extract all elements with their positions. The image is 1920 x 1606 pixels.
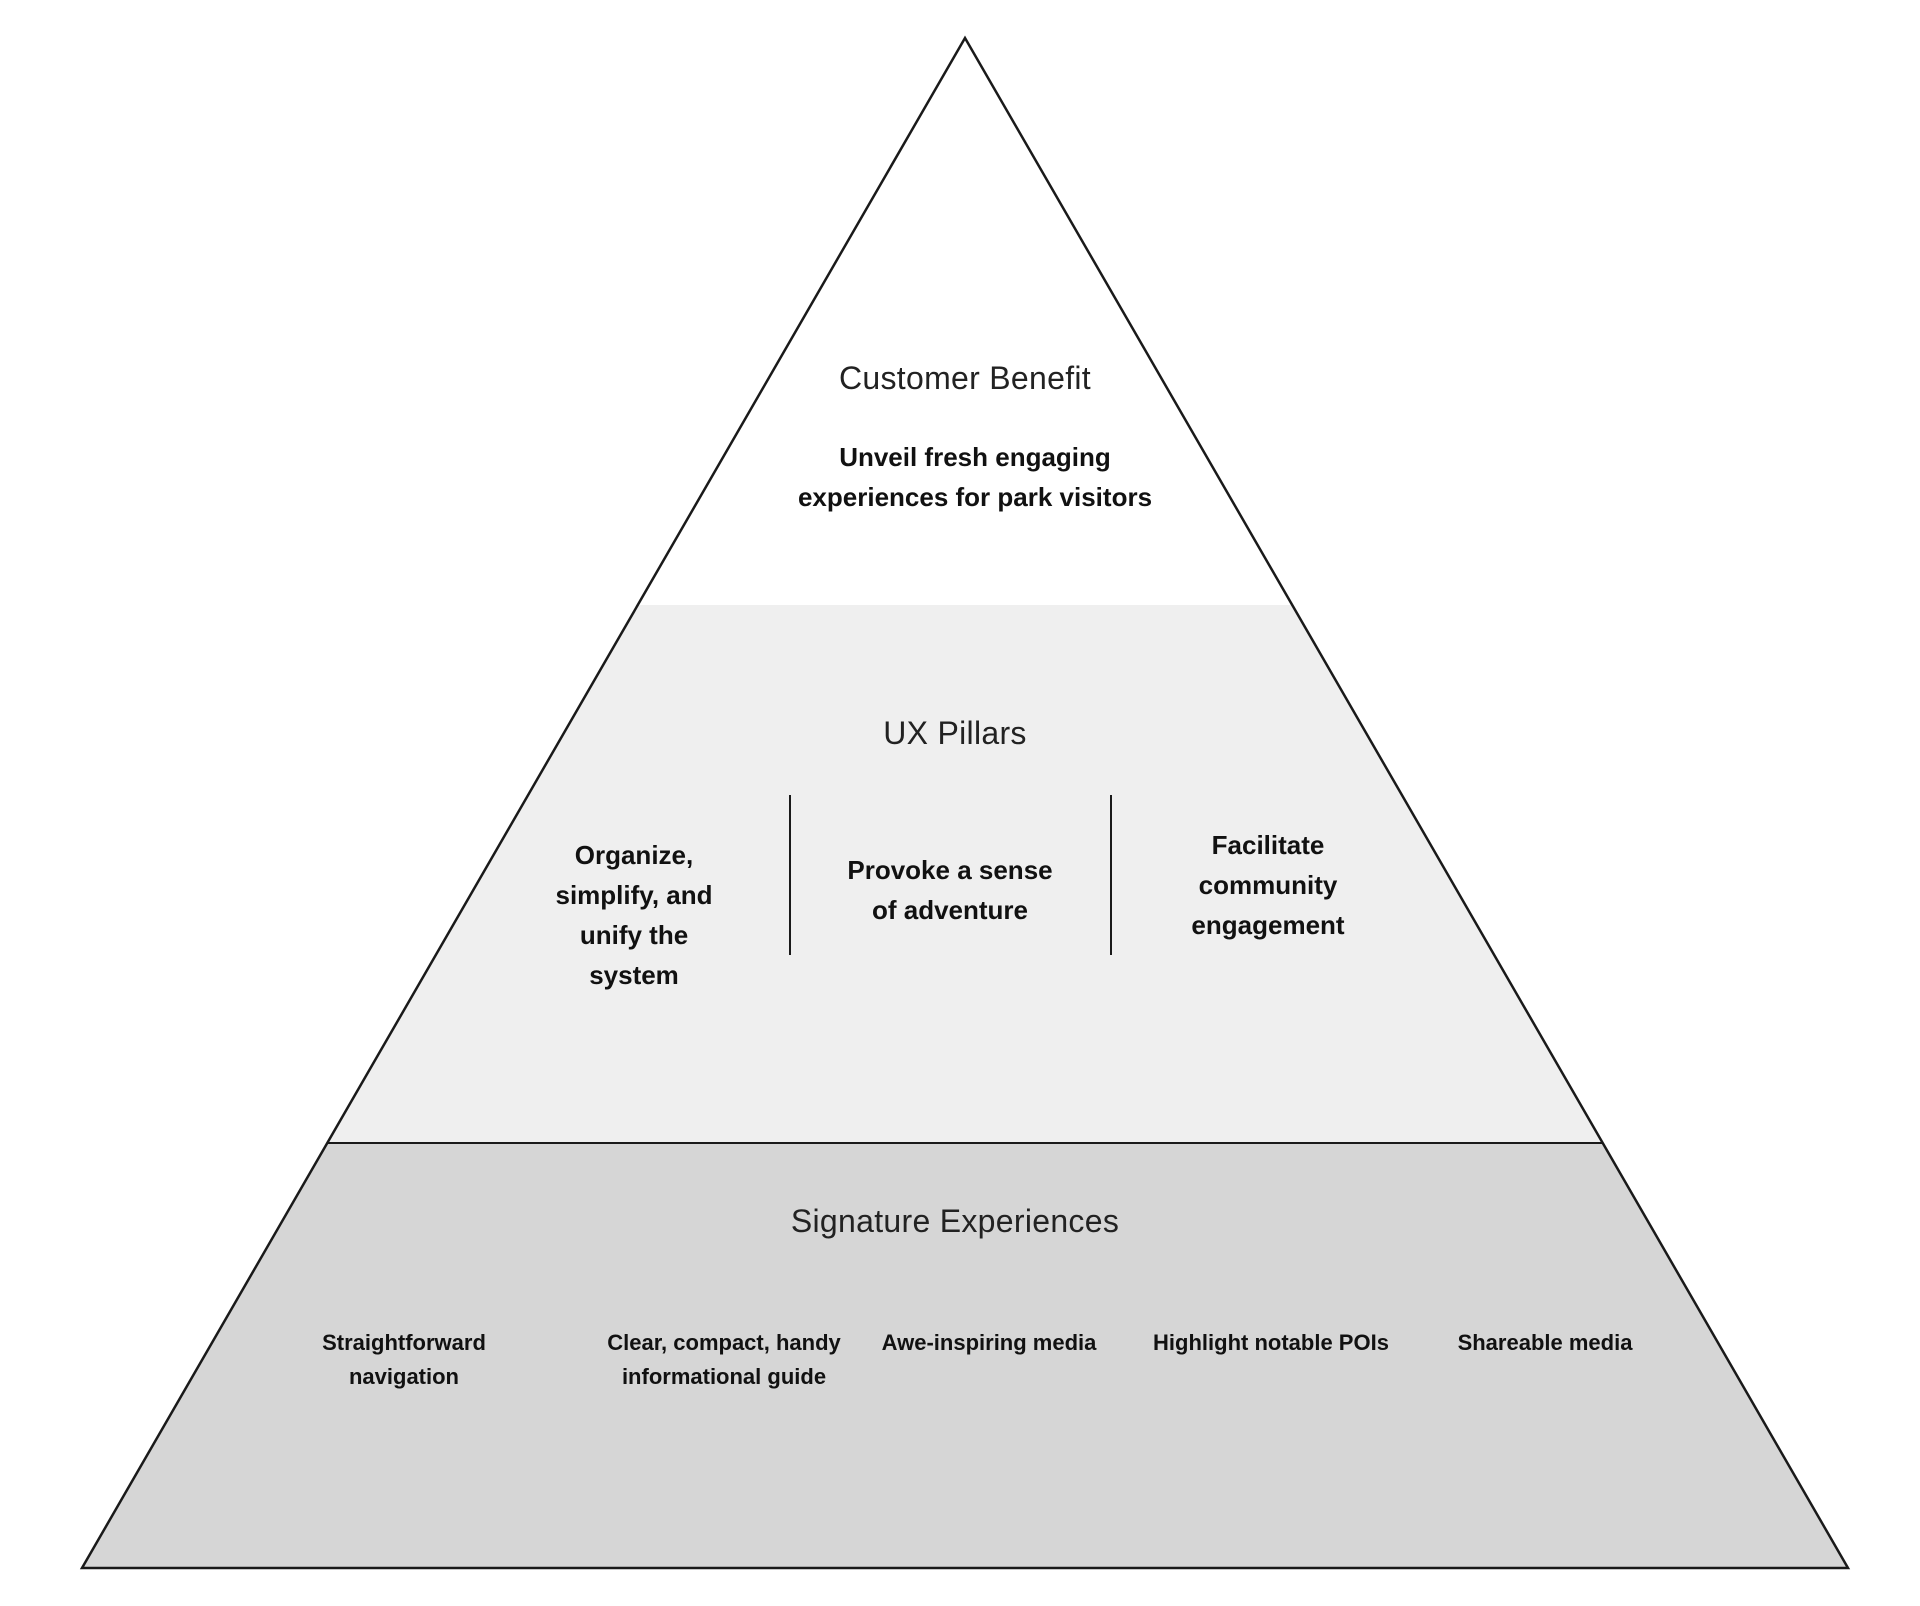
signature-media: Awe-inspiring media	[881, 1330, 1097, 1355]
customer-benefit-title: Customer Benefit	[838, 360, 1092, 396]
pillar-adventure: Provoke a sense of adventure	[847, 855, 1053, 925]
signature-pois: Highlight notable POIs	[1153, 1330, 1389, 1355]
tier-signature-experiences-shape	[82, 1143, 1848, 1568]
ux-pillars-title: UX Pillars	[883, 715, 1027, 751]
signature-navigation: Straightforward navigation	[322, 1330, 486, 1389]
pyramid-outline	[79, 35, 1851, 1570]
tier-customer-benefit-shape	[638, 38, 1292, 605]
signature-guide: Clear, compact, handy informational guid…	[607, 1330, 841, 1389]
signature-shareable-media: Shareable media	[1457, 1330, 1633, 1355]
tier-ux-pillars-shape	[327, 605, 1603, 1143]
customer-benefit-text: Unveil fresh engaging experiences for pa…	[797, 442, 1153, 512]
signature-experiences-title: Signature Experiences	[790, 1203, 1120, 1239]
pillar-community: Facilitate community engagement	[1191, 830, 1345, 940]
pillar-organize: Organize, simplify, and unify the system	[555, 840, 713, 990]
